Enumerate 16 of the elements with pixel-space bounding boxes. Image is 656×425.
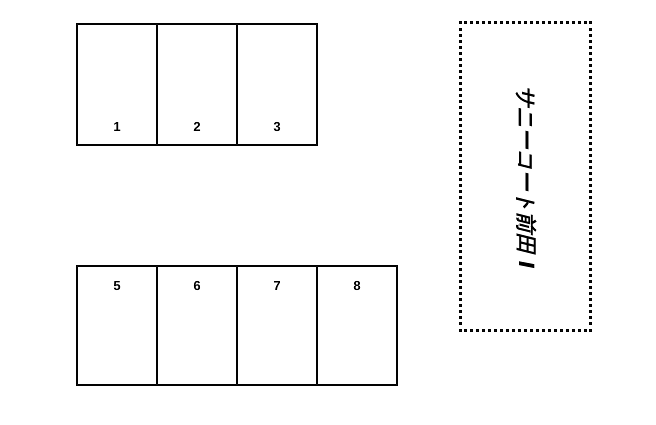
parking-space	[76, 23, 158, 146]
space-number: 2	[193, 120, 201, 134]
space-number: 5	[113, 279, 121, 293]
parking-space	[236, 265, 318, 386]
space-number: 1	[113, 120, 121, 134]
parking-space	[76, 265, 158, 386]
building-name: サニーコート前田 I	[512, 84, 538, 268]
space-number: 6	[193, 279, 201, 293]
space-number: 7	[273, 279, 281, 293]
space-number: 3	[273, 120, 281, 134]
parking-space	[156, 23, 238, 146]
parking-space	[236, 23, 318, 146]
parking-space	[156, 265, 238, 386]
parking-space	[316, 265, 398, 386]
space-number: 8	[353, 279, 361, 293]
sign-box	[459, 21, 592, 332]
